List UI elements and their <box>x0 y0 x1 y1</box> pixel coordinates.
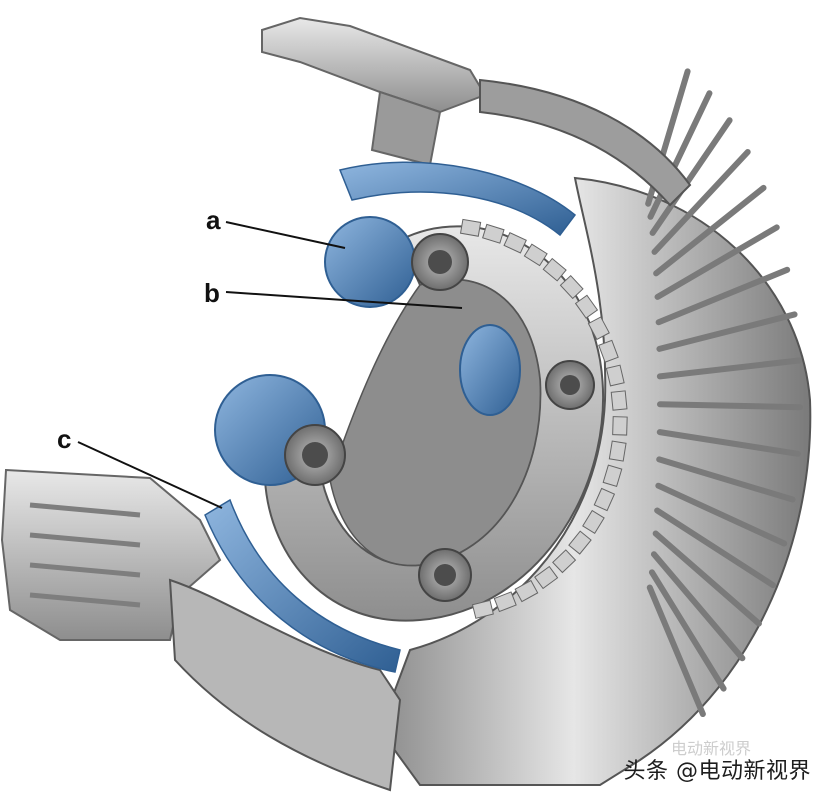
drum-spline <box>656 311 798 352</box>
drum-spline <box>655 482 788 547</box>
bottom-curved-housing <box>168 578 402 792</box>
leader-line-b <box>225 291 463 309</box>
carrier-tooth <box>559 275 584 300</box>
drum-spline <box>648 569 727 692</box>
drum-spline <box>652 530 762 627</box>
drum-spline <box>655 266 791 326</box>
drum-spline <box>646 584 706 718</box>
drum-spline <box>654 224 780 300</box>
leader-line-c <box>77 441 223 509</box>
carrier-tooth <box>534 565 559 590</box>
ring-gear-c <box>338 161 577 237</box>
drum-spline <box>650 551 746 662</box>
carrier-tooth <box>471 599 494 619</box>
callout-label-b: b <box>204 278 220 308</box>
drum-spline <box>647 90 713 220</box>
carrier-tooth <box>523 243 548 267</box>
drum-spline <box>656 357 802 380</box>
watermark-ghost-text: 电动新视界 <box>670 739 751 758</box>
bottom-flange-slots <box>29 502 141 608</box>
ring-gear-lower-band <box>204 498 401 673</box>
carrier-tooth <box>459 218 482 237</box>
drum-spline <box>653 184 767 277</box>
planet-pin-hubs <box>284 233 595 602</box>
watermark-text: 头条 @电动新视界 <box>623 759 811 784</box>
carrier-tooth <box>542 257 567 282</box>
carrier-tooth <box>514 579 539 603</box>
carrier-teeth <box>459 218 628 619</box>
carrier-tooth <box>568 530 592 555</box>
carrier-tooth <box>605 364 625 387</box>
drum-spline <box>656 401 803 411</box>
drum-spline <box>651 148 751 255</box>
carrier-tooth <box>610 390 628 411</box>
top-housing-flange <box>261 16 487 114</box>
drum-spline <box>656 429 801 457</box>
drum-spline <box>649 117 733 236</box>
carrier-tooth <box>482 223 505 244</box>
leader-line-a <box>225 221 346 249</box>
callout-label-c: c <box>57 424 72 454</box>
planet-gear-top <box>324 216 416 308</box>
drum-spline <box>654 507 776 589</box>
callout-label-a: a <box>206 205 221 235</box>
carrier-tooth <box>608 440 627 462</box>
carrier-tooth <box>598 339 619 363</box>
carrier-tooth <box>602 464 623 488</box>
carrier-tooth <box>612 416 628 436</box>
carrier-tooth <box>593 487 616 512</box>
carrier-tooth <box>587 316 610 341</box>
carrier-tooth <box>582 509 605 534</box>
planet-gear-inner <box>459 324 521 416</box>
leader-lines <box>77 221 463 509</box>
drum-spline <box>656 456 796 503</box>
carrier-tooth <box>493 591 517 613</box>
carrier-tooth <box>574 294 599 319</box>
outer-drum-rim <box>479 78 692 207</box>
carrier-tooth <box>552 549 577 574</box>
carrier-tooth <box>503 232 527 254</box>
